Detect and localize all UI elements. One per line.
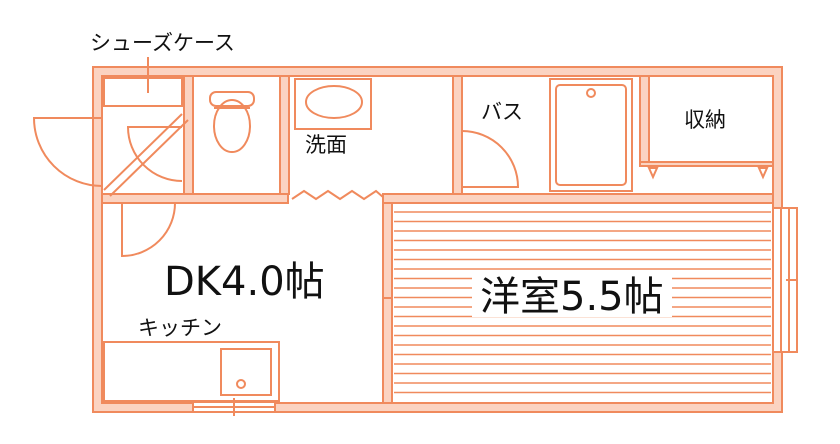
storage-marker-right [757, 167, 769, 180]
toilet-tank [209, 91, 255, 107]
wall-bath-storage [639, 75, 650, 163]
dk-door [121, 202, 176, 258]
wall-dk-room [382, 202, 393, 404]
label-storage: 収納 [684, 108, 726, 132]
wall-entry-toilet [183, 75, 194, 195]
outer-wall [92, 66, 783, 413]
entrance-door [32, 117, 103, 187]
wall-upper-horizontal-left [101, 193, 289, 204]
wall-washroom-bath [452, 75, 463, 195]
washbasin-bowl [305, 85, 363, 119]
label-shoe-case: シューズケース [90, 31, 235, 55]
wall-toilet-washroom [279, 75, 290, 195]
toilet-bowl [213, 99, 251, 153]
folding-door [291, 189, 384, 201]
washbasin-counter [294, 78, 372, 130]
bathtub-inner [555, 84, 627, 186]
label-western-room: 洋室5.5帖 [472, 277, 672, 317]
label-washroom: 洗面 [305, 133, 347, 157]
wall-storage-bottom [639, 161, 774, 167]
bath-door [461, 130, 520, 188]
label-dk: DK4.0帖 [164, 259, 325, 305]
entry-step-line [103, 113, 183, 191]
kitchen-counter [103, 341, 280, 402]
wall-upper-horizontal-right [382, 193, 774, 204]
kitchen-sink [220, 348, 272, 396]
kitchen-sink-drain [236, 379, 246, 389]
bathtub-drain [586, 88, 596, 98]
label-kitchen: キッチン [138, 316, 222, 340]
shoe-case [103, 77, 183, 107]
entry-inner-door [126, 126, 183, 182]
bathtub [549, 78, 633, 192]
storage-marker-left [647, 167, 659, 180]
label-bath: バス [481, 100, 523, 124]
